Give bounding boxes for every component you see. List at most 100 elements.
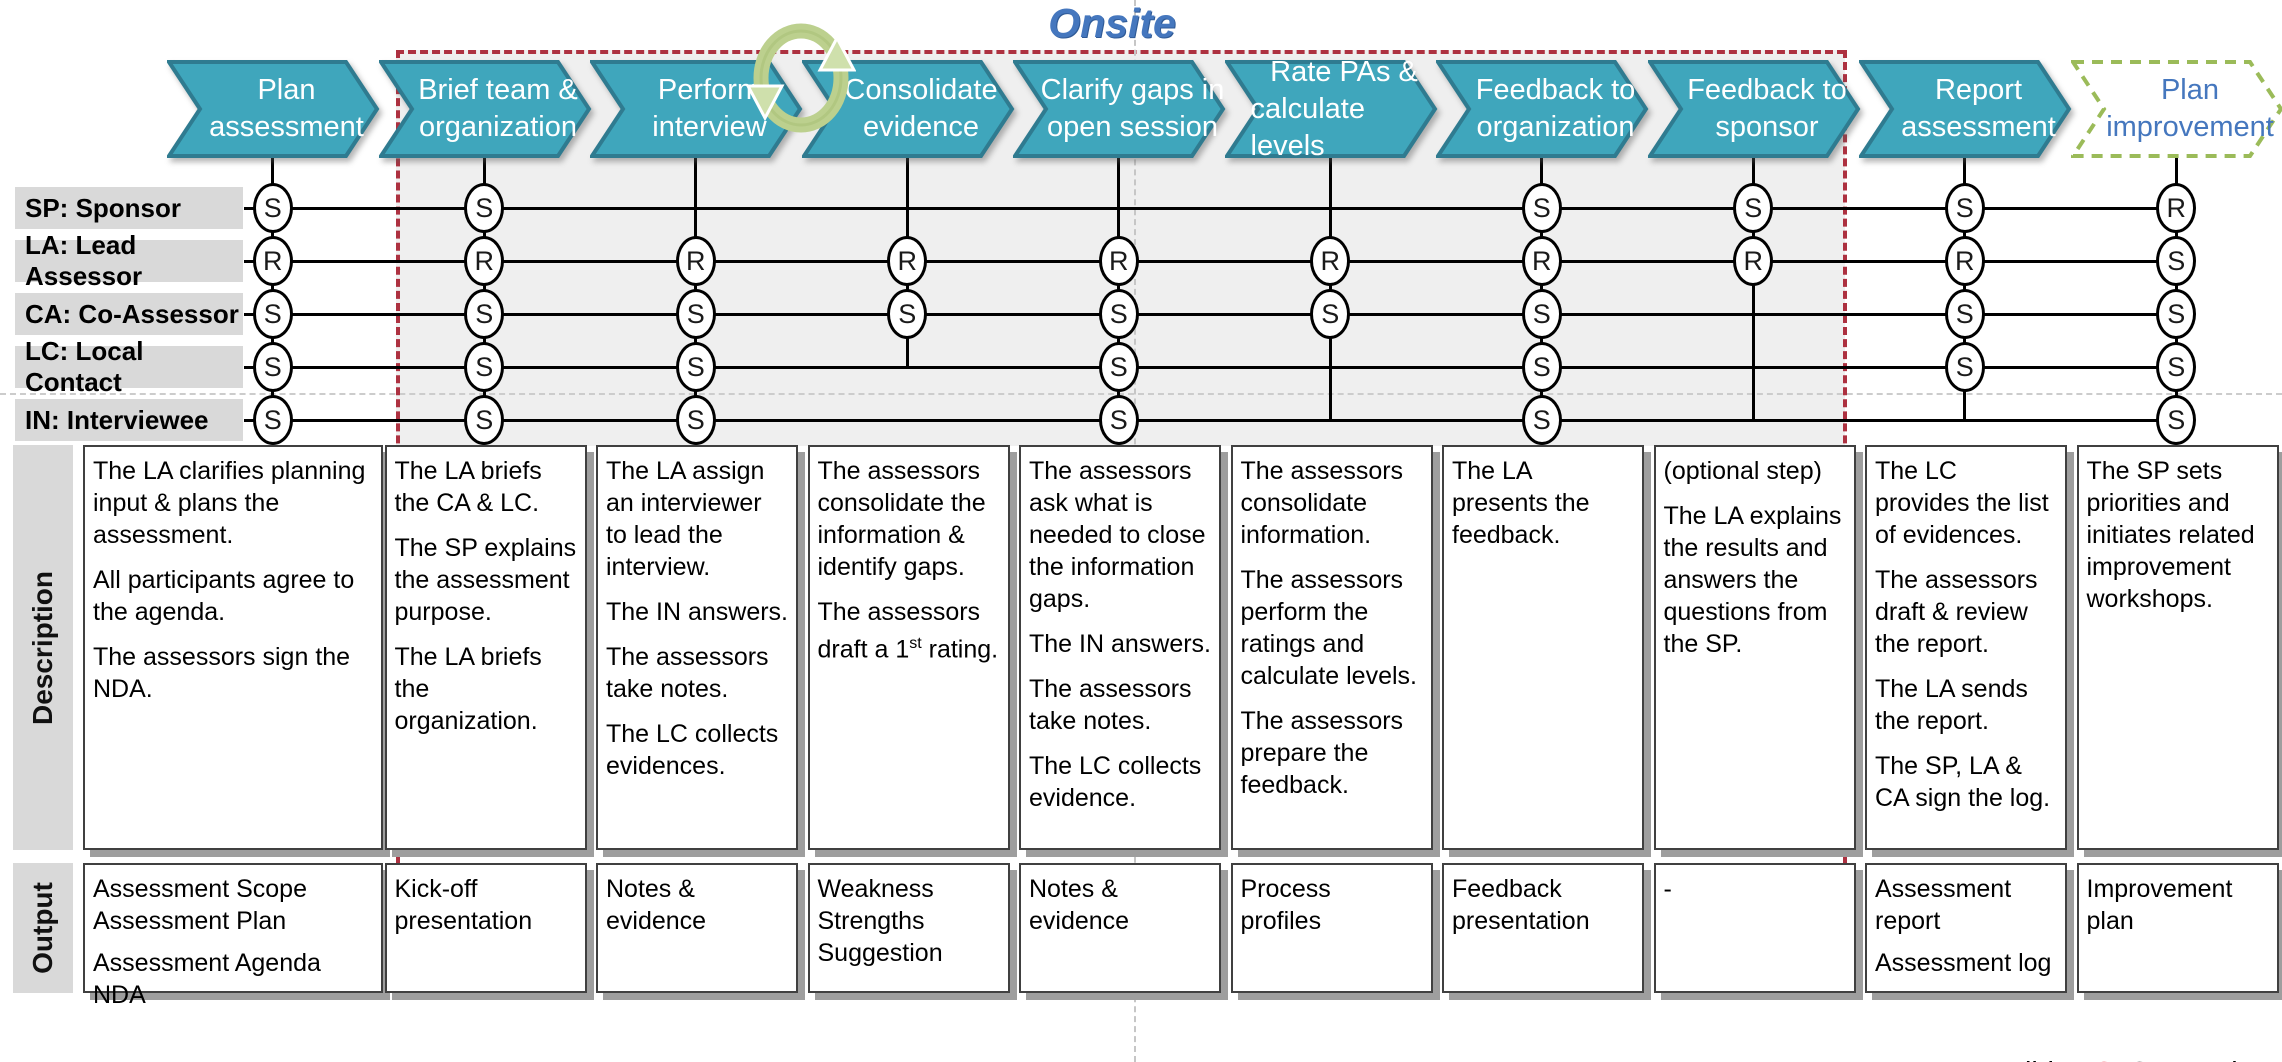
output-box-step2: Kick-off presentation (384, 863, 587, 993)
output-box-step3: Notes & evidence (596, 863, 798, 993)
output-box-step7: Feedback presentation (1442, 863, 1644, 993)
output-box-step5: Notes & evidence (1019, 863, 1221, 993)
raci-cell-LC-step5: S (1098, 342, 1139, 392)
raci-cell-IN-step10: S (2156, 395, 2197, 445)
connector-line-step-10 (2174, 157, 2178, 420)
connector-line-step-2 (482, 157, 486, 420)
chevron-shape (1224, 60, 1437, 158)
raci-cell-LA-step5: R (1098, 236, 1139, 286)
raci-cell-CA-step2: S (464, 289, 505, 339)
role-label-SP: SP: Sponsor (15, 187, 243, 229)
raci-cell-CA-step9: S (1944, 289, 1985, 339)
output-box-step6: Process profiles (1230, 863, 1433, 993)
chevron-shape (1436, 60, 1649, 158)
role-row-line-CA (244, 312, 2176, 316)
role-row-line-LC (244, 365, 2176, 369)
role-row-line-IN (244, 418, 2176, 422)
role-row-line-SP (244, 206, 2176, 210)
raci-cell-CA-step1: S (252, 289, 293, 339)
raci-cell-IN-step2: S (464, 395, 505, 445)
description-box-step3: The LA assign an interviewer to lead the… (596, 445, 798, 850)
description-box-step5: The assessors ask what is needed to clos… (1019, 445, 1221, 850)
raci-cell-IN-step3: S (675, 395, 716, 445)
description-box-step9: The LC provides the list of evidences.Th… (1865, 445, 2067, 850)
step-chevron-6: Rate PAs &calculate levels (1224, 55, 1438, 162)
raci-cell-LC-step7: S (1521, 342, 1562, 392)
legend-r-key: R: (1873, 1057, 1902, 1062)
step-label: Rate PAs &calculate levels (1250, 55, 1418, 162)
raci-cell-SP-step8: S (1733, 183, 1774, 233)
raci-cell-LA-step9: R (1944, 236, 1985, 286)
output-box-step8: - (1653, 863, 1856, 993)
raci-cell-LC-step10: S (2156, 342, 2197, 392)
output-box-step4: Weakness Strengths Suggestion (807, 863, 1010, 993)
raci-cell-LC-step3: S (675, 342, 716, 392)
description-row-label: Description (13, 445, 73, 850)
role-label-CA: CA: Co-Assessor (15, 293, 243, 335)
raci-cell-CA-step3: S (675, 289, 716, 339)
raci-cell-LC-step2: S (464, 342, 505, 392)
connector-line-step-7 (1540, 157, 1544, 420)
raci-cell-SP-step1: S (252, 183, 293, 233)
legend-r-label: Responsible; (1902, 1057, 2094, 1062)
chevron-shape (167, 60, 380, 158)
raci-cell-IN-step1: S (252, 395, 293, 445)
raci-cell-LC-step9: S (1944, 342, 1985, 392)
connector-line-step-9 (1963, 157, 1967, 420)
role-row-line-LA (244, 259, 2176, 263)
description-box-step7: The LA presents the feedback. (1442, 445, 1644, 850)
legend-s-label: Supporting (2122, 1057, 2270, 1062)
step-label: Brief team &organization (418, 74, 578, 143)
role-label-LC: LC: Local Contact (15, 336, 243, 397)
raci-cell-LA-step1: R (252, 236, 293, 286)
description-box-step10: The SP sets priorities and initiates rel… (2076, 445, 2279, 850)
description-box-step1: The LA clarifies planning input & plans … (83, 445, 383, 850)
raci-cell-LA-step3: R (675, 236, 716, 286)
connector-line-step-8 (1751, 157, 1755, 420)
raci-cell-LC-step1: S (252, 342, 293, 392)
description-box-step8: (optional step)The LA explains the resul… (1653, 445, 1856, 850)
raci-cell-IN-step5: S (1098, 395, 1139, 445)
horizontal-guide (0, 393, 2282, 395)
chevron-shape (1013, 60, 1226, 158)
iteration-loop-icon (745, 23, 856, 133)
chevron-shape (378, 60, 591, 158)
raci-cell-SP-step2: S (464, 183, 505, 233)
raci-cell-CA-step6: S (1310, 289, 1351, 339)
chevron-shape (2070, 60, 2282, 158)
connector-line-step-1 (271, 157, 275, 420)
raci-cell-LA-step6: R (1310, 236, 1351, 286)
raci-cell-LA-step8: R (1733, 236, 1774, 286)
description-box-step2: The LA briefs the CA & LC.The SP explain… (384, 445, 587, 850)
description-box-step6: The assessors consolidate information.Th… (1230, 445, 1433, 850)
description-box-step4: The assessors consolidate the informatio… (807, 445, 1010, 850)
output-box-step10: Improvement plan (2076, 863, 2279, 993)
connector-line-step-5 (1117, 157, 1121, 420)
raci-cell-CA-step4: S (887, 289, 928, 339)
onsite-title: Onsite (1048, 0, 1176, 46)
chevron-shape (1647, 60, 1860, 158)
raci-cell-LA-step4: R (887, 236, 928, 286)
role-label-LA: LA: Lead Assessor (15, 230, 243, 291)
connector-line-step-3 (694, 157, 698, 420)
chevron-shape (1859, 60, 2072, 158)
step-chevron-2: Brief team &organization (378, 60, 592, 158)
